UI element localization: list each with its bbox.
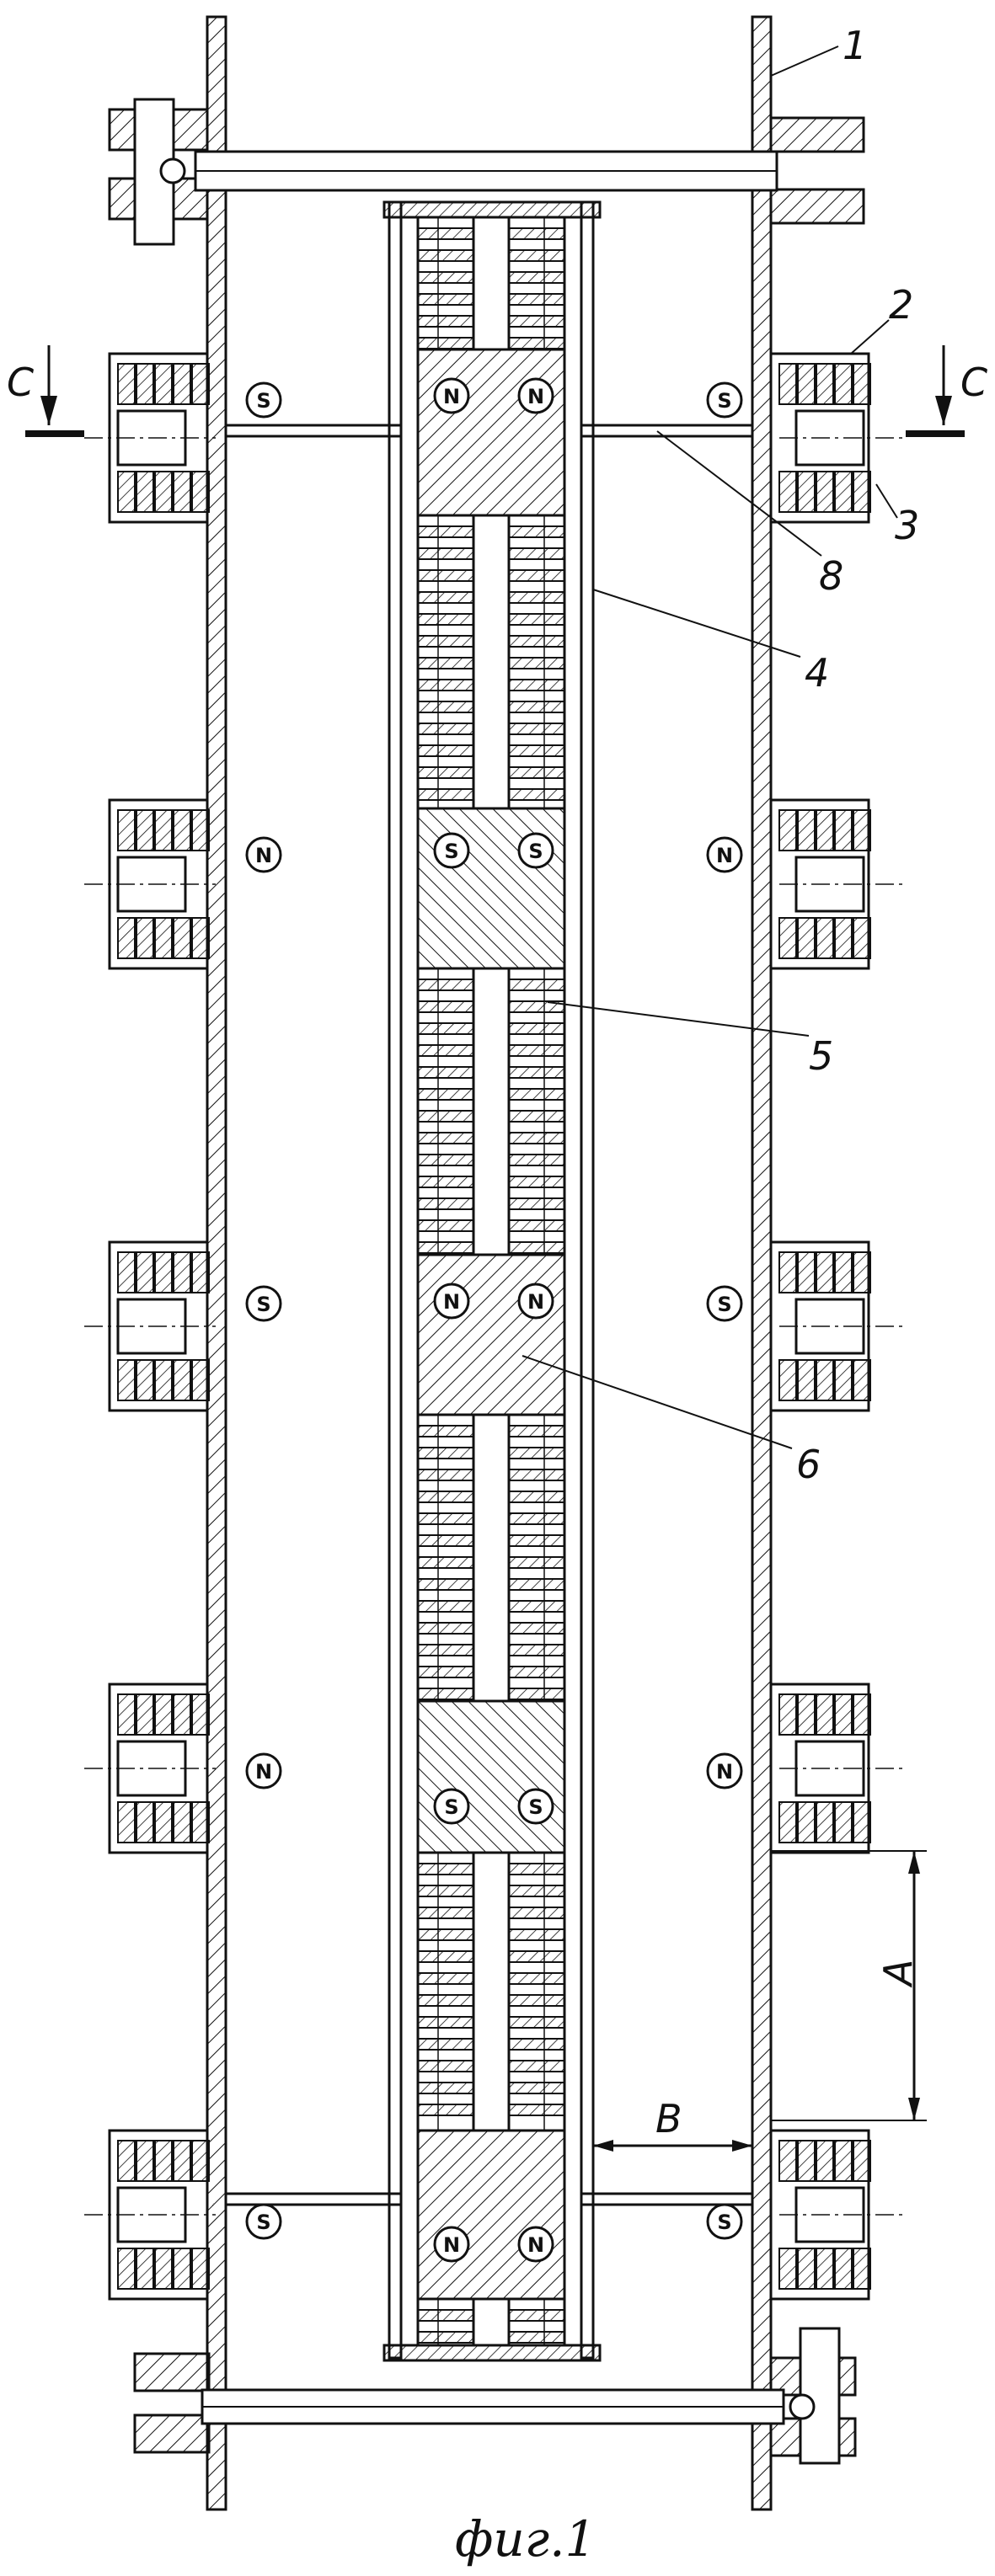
pole-marker: N <box>247 838 281 872</box>
pole-marker: N <box>247 1754 281 1788</box>
svg-text:N: N <box>527 1290 544 1314</box>
pole-marker: N <box>708 838 741 872</box>
inner-magnet-block <box>418 1255 564 1415</box>
pole-marker: S <box>247 2205 281 2238</box>
svg-text:S: S <box>444 840 458 863</box>
pole-marker: S <box>708 1287 741 1320</box>
washer-block <box>418 1415 564 1701</box>
washer-block <box>418 1853 564 2131</box>
section-label-right: C <box>960 360 987 405</box>
svg-text:N: N <box>255 1760 272 1784</box>
svg-text:N: N <box>443 385 460 408</box>
ref-8: 8 <box>819 553 843 599</box>
outer-tube-right-wall <box>752 17 771 2509</box>
svg-text:S: S <box>256 2211 270 2234</box>
pole-marker: N <box>435 2227 468 2261</box>
washer-block <box>418 968 564 1255</box>
washer-block <box>418 2299 564 2345</box>
svg-text:N: N <box>527 385 544 408</box>
washer-block <box>418 515 564 808</box>
coil-magnet <box>771 1684 902 1853</box>
ref-5: 5 <box>809 1033 833 1079</box>
svg-text:S: S <box>528 840 543 863</box>
dim-a-label: A <box>875 1960 921 1988</box>
svg-text:N: N <box>255 844 272 867</box>
svg-text:S: S <box>256 389 270 413</box>
outer-tube-left-wall <box>207 17 226 2509</box>
svg-text:S: S <box>717 1293 731 1316</box>
ref-4: 4 <box>805 650 829 696</box>
svg-text:N: N <box>716 1760 733 1784</box>
coil-magnet <box>84 354 216 522</box>
svg-text:S: S <box>256 1293 270 1316</box>
coil-magnet <box>84 1242 216 1411</box>
coil-magnet <box>771 800 902 968</box>
coil-magnet <box>771 2131 902 2299</box>
svg-text:N: N <box>716 844 733 867</box>
inner-magnet-block <box>418 1701 564 1853</box>
pole-marker: N <box>519 2227 553 2261</box>
ref-1: 1 <box>843 23 867 68</box>
pole-marker: N <box>708 1754 741 1788</box>
pole-marker: N <box>435 1284 468 1318</box>
coil-magnet <box>771 354 902 522</box>
pole-marker: S <box>435 1789 468 1823</box>
ref-6: 6 <box>796 1442 821 1487</box>
svg-text:N: N <box>443 2233 460 2257</box>
svg-text:S: S <box>717 389 731 413</box>
washer-block <box>418 217 564 349</box>
ref-2: 2 <box>889 282 913 328</box>
section-label-left: C <box>7 360 34 405</box>
figure-caption: фиг.1 <box>455 2510 596 2568</box>
dimension-a: A <box>771 1851 927 2120</box>
dimension-b: B <box>593 2096 752 2152</box>
coil-magnet <box>84 800 216 968</box>
svg-text:S: S <box>717 2211 731 2234</box>
svg-text:N: N <box>527 2233 544 2257</box>
coil-magnet <box>84 2131 216 2299</box>
inner-magnet-block <box>418 349 564 515</box>
svg-text:S: S <box>528 1795 543 1819</box>
pole-marker: S <box>708 2205 741 2238</box>
coil-magnet <box>771 1242 902 1411</box>
pole-marker: S <box>519 1789 553 1823</box>
inner-magnet-block <box>418 808 564 968</box>
pole-marker: S <box>519 834 553 867</box>
svg-text:S: S <box>444 1795 458 1819</box>
pole-marker: N <box>519 379 553 413</box>
pole-marker: N <box>519 1284 553 1318</box>
svg-text:N: N <box>443 1290 460 1314</box>
ref-3: 3 <box>895 503 919 548</box>
dim-b-label: B <box>655 2096 682 2141</box>
pole-marker: N <box>435 379 468 413</box>
pole-marker: S <box>247 1287 281 1320</box>
pole-marker: S <box>708 383 741 417</box>
pole-marker: S <box>435 834 468 867</box>
inner-magnet-block <box>418 2131 564 2299</box>
coil-magnet <box>84 1684 216 1853</box>
pole-marker: S <box>247 383 281 417</box>
